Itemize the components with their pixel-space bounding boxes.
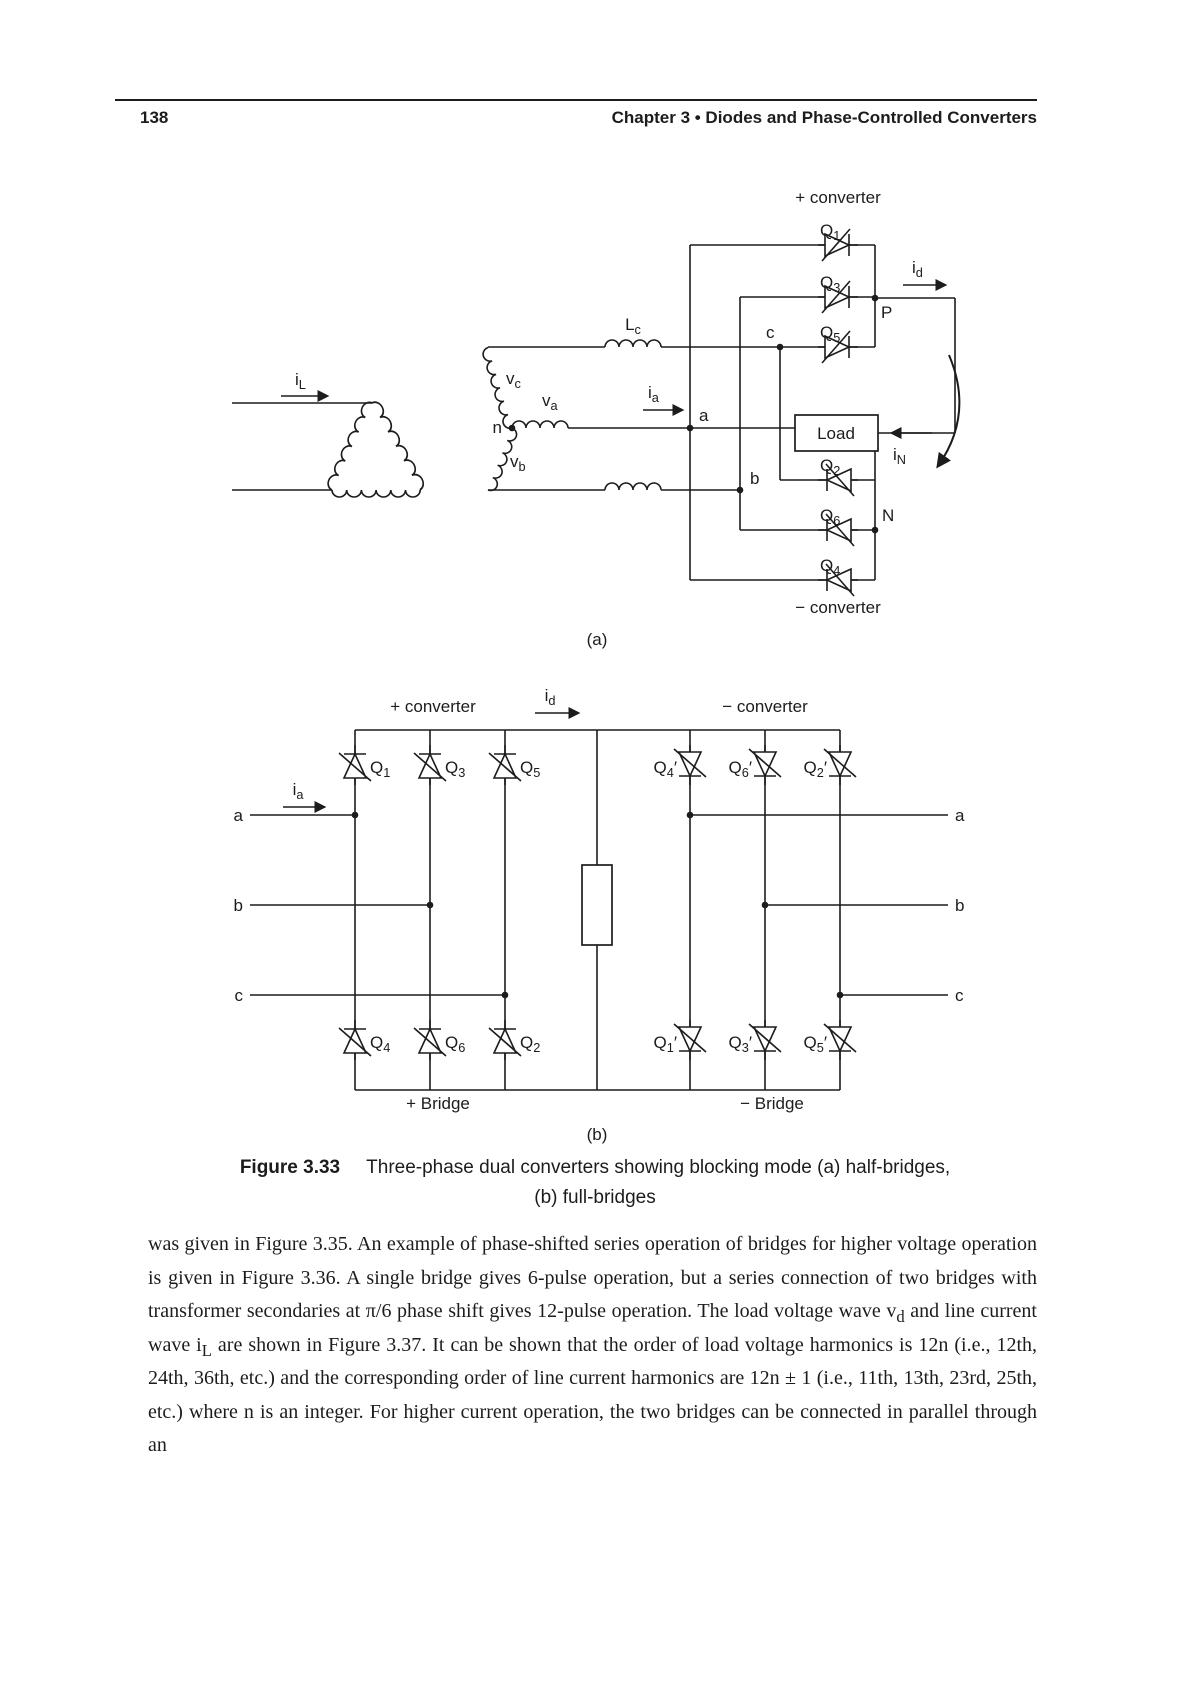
label-minus-converter-a: − converter <box>795 598 881 617</box>
diagram-b-full-bridges: + converter − converter id ia Q1 Q3 Q5 Q… <box>234 686 965 1144</box>
label-vc: vc <box>506 369 522 391</box>
label-b-q2: Q2 <box>520 1033 540 1055</box>
thyristor-b-q6p-symbol <box>748 744 782 786</box>
label-b-q6: Q6 <box>445 1033 465 1055</box>
label-q1: Q1 <box>820 221 840 243</box>
junction-dots-b <box>351 811 844 999</box>
thyristor-b-q5p-symbol <box>823 1019 857 1061</box>
label-n: n <box>493 418 502 437</box>
label-va: va <box>542 391 559 413</box>
chapter-header: Chapter 3 • Diodes and Phase-Controlled … <box>611 108 1037 127</box>
current-arrows-b <box>283 707 581 813</box>
label-q6: Q6 <box>820 506 840 528</box>
label-phase-a-right: a <box>955 806 965 825</box>
arrow-circulating <box>936 354 961 469</box>
page-number: 138 <box>140 108 169 127</box>
label-minus-converter-b: − converter <box>722 697 808 716</box>
current-arrows-a <box>281 279 961 469</box>
label-plus-bridge: + Bridge <box>406 1094 470 1113</box>
label-vb: vb <box>510 452 526 474</box>
thyristor-b-q3-symbol <box>413 744 447 786</box>
thyristor-b-q4-symbol <box>338 1019 372 1061</box>
label-sub-b: (b) <box>587 1125 608 1144</box>
label-Lc: Lc <box>625 315 641 337</box>
label-N: N <box>882 506 894 525</box>
thyristor-b-q6-symbol <box>413 1019 447 1061</box>
label-b-q3: Q3 <box>445 758 465 780</box>
caption-text: Three-phase dual converters showing bloc… <box>366 1157 951 1178</box>
thyristor-b-q2p-symbol <box>823 744 857 786</box>
load-label: Load <box>817 424 855 443</box>
label-phase-b-right: b <box>955 896 964 915</box>
caption-line1: Figure 3.33 Three-phase dual converters s… <box>0 1153 1190 1183</box>
label-phase-a-left: a <box>234 806 244 825</box>
header-rule <box>115 99 1037 102</box>
load-box <box>794 414 879 452</box>
caption-line2: (b) full-bridges <box>534 1187 656 1208</box>
label-q5: Q5 <box>820 323 840 345</box>
line-inductors <box>604 339 662 491</box>
thyristor-b-q4p-symbol <box>673 744 707 786</box>
label-b-q5: Q5 <box>520 758 540 780</box>
label-iL: iL <box>295 370 306 392</box>
label-b-q1p: Q1′ <box>653 1033 677 1055</box>
label-ia-b: ia <box>293 780 305 802</box>
label-q3: Q3 <box>820 273 840 295</box>
label-b-q5p: Q5′ <box>803 1033 827 1055</box>
label-b-q4: Q4 <box>370 1033 390 1055</box>
thyristor-b-q1-symbol <box>338 744 372 786</box>
load-box-b <box>581 864 613 946</box>
label-b-q2p: Q2′ <box>803 758 827 780</box>
label-b-q1: Q1 <box>370 758 390 780</box>
label-a-node: a <box>699 406 709 425</box>
caption-figure-number: Figure 3.33 <box>239 1157 341 1178</box>
label-phase-c-left: c <box>235 986 244 1005</box>
label-b-node: b <box>750 469 759 488</box>
label-c-node: c <box>766 323 775 342</box>
label-phase-b-left: b <box>234 896 243 915</box>
label-q2: Q2 <box>820 456 840 478</box>
label-q4: Q4 <box>820 556 840 578</box>
label-id-b: id <box>545 686 556 708</box>
thyristor-b-q1p-symbol <box>673 1019 707 1061</box>
label-ia-a: ia <box>648 383 660 405</box>
delta-winding <box>324 398 427 498</box>
figure-caption: Figure 3.33 Three-phase dual converters s… <box>0 1153 1190 1213</box>
diagram-a-half-bridges: Load + converter − converter iL ia id iN… <box>232 188 961 649</box>
thyristor-b-q3p-symbol <box>748 1019 782 1061</box>
label-plus-converter-b: + converter <box>390 697 476 716</box>
label-minus-bridge: − Bridge <box>740 1094 804 1113</box>
label-P: P <box>881 303 892 322</box>
label-b-q6p: Q6′ <box>728 758 752 780</box>
label-b-q3p: Q3′ <box>728 1033 752 1055</box>
thyristor-b-q2-symbol <box>488 1019 522 1061</box>
label-iN: iN <box>893 445 906 467</box>
label-id-a: id <box>912 258 923 280</box>
label-plus-converter-a: + converter <box>795 188 881 207</box>
thyristor-b-q5-symbol <box>488 744 522 786</box>
junction-dots-a <box>508 294 879 534</box>
label-phase-c-right: c <box>955 986 964 1005</box>
label-b-q4p: Q4′ <box>653 758 677 780</box>
body-paragraph: was given in Figure 3.35. An example of … <box>148 1233 1037 1456</box>
label-sub-a: (a) <box>587 630 608 649</box>
